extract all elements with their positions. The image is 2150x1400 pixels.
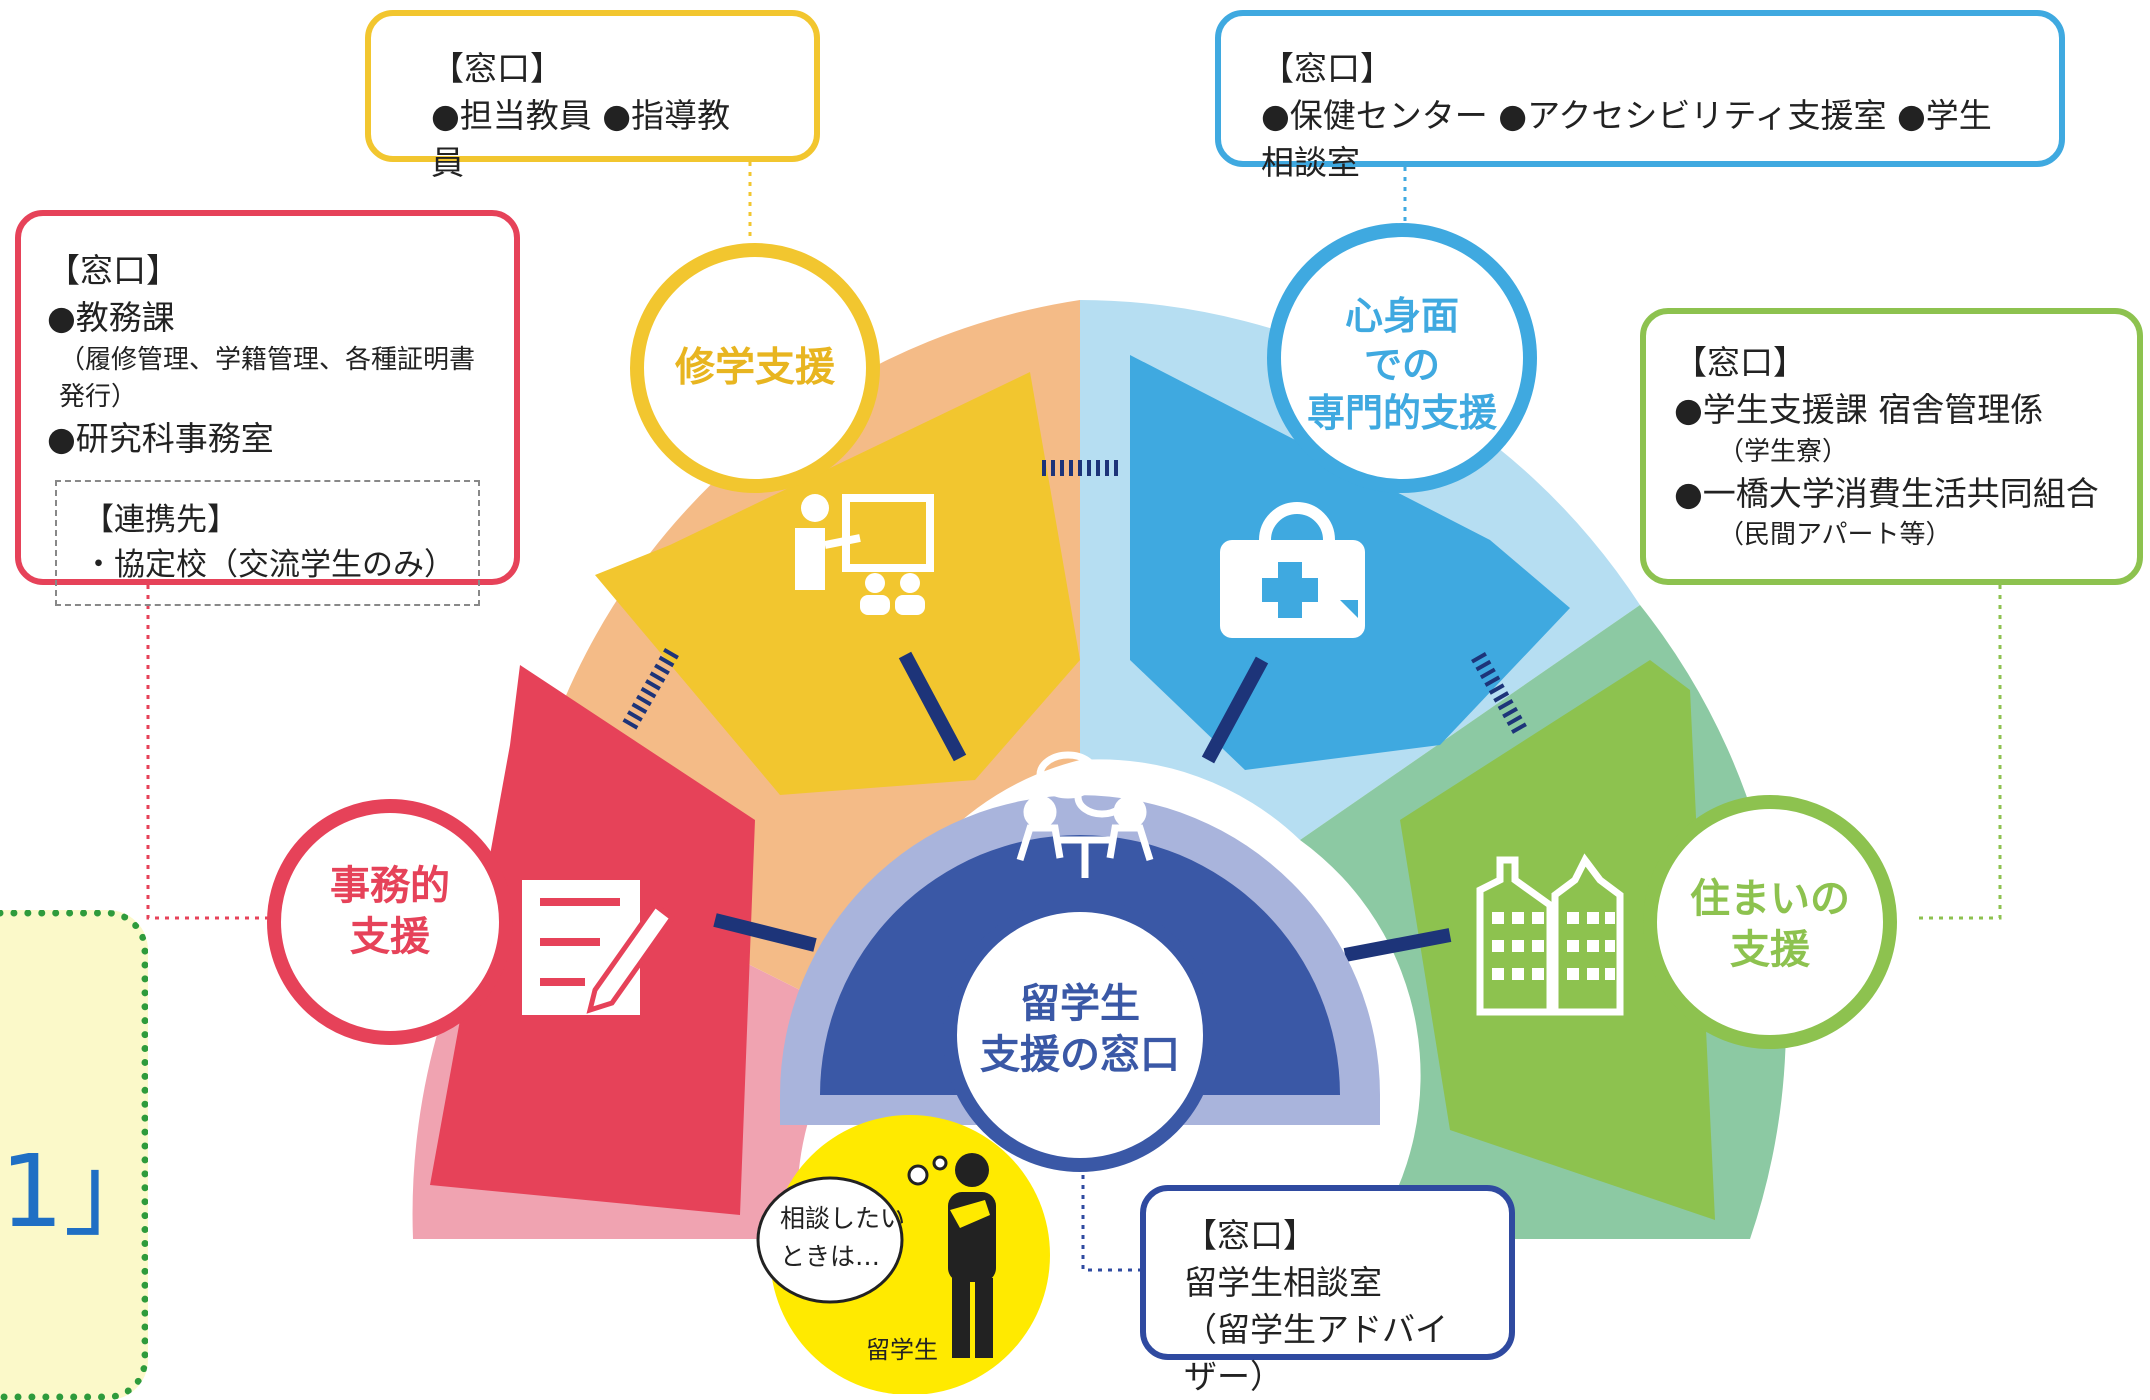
center-box-line-2: （留学生アドバイザー） [1184, 1309, 1448, 1396]
health-box-header: 【窓口】 [1261, 49, 1393, 88]
housing-info-box: 【窓口】 ●学生支援課 宿舎管理係 （学生寮） ●一橋大学消費生活共同組合 （民… [1640, 308, 2143, 585]
student-label: 留学生 [866, 1336, 938, 1364]
leader-housing [1915, 585, 2002, 920]
center-circle-label: 留学生 支援の窓口 [980, 979, 1180, 1081]
center-circle [943, 898, 1217, 1172]
category-circles [267, 223, 1897, 1172]
health-box-items: ●保健センター ●アクセシビリティ支援室 ●学生相談室 [1261, 95, 1992, 182]
buildings-icon [1476, 853, 1624, 1016]
academic-circle [630, 243, 880, 493]
housing-label-line-1: 住まいの [1690, 875, 1850, 922]
center-box-line-1: 留学生相談室 [1184, 1262, 1382, 1302]
academic-box-items: ●担当教員 ●指導教員 [431, 95, 731, 182]
thinking-person-icon [948, 1153, 996, 1358]
health-circle-label: 心身面 での 専門的支援 [1307, 292, 1497, 438]
admin-label-line-1: 事務的 [330, 862, 450, 909]
housing-box-header: 【窓口】 [1674, 343, 1806, 382]
housing-box-item-2-note: （民間アパート等） [1718, 520, 1952, 551]
health-label-line-3: 専門的支援 [1306, 391, 1498, 436]
health-circle [1267, 223, 1537, 493]
partner-box: 【連携先】 ・協定校（交流学生のみ） [55, 480, 480, 607]
document-pen-icon [522, 880, 676, 1015]
academic-label-line: 修学支援 [675, 344, 835, 391]
admin-box-item-2: ●研究科事務室 [47, 418, 274, 458]
housing-box-item-1-note: （学生寮） [1718, 436, 1849, 467]
admin-circle-label: 事務的 支援 [330, 861, 450, 963]
cropped-note-text: 1」 [0, 1133, 164, 1250]
housing-circle-label: 住まいの 支援 [1690, 874, 1850, 976]
panel-separators [621, 460, 1527, 734]
center-label-line-1: 留学生 [1020, 980, 1140, 1027]
health-label-line-2: での [1363, 342, 1441, 387]
admin-box-item-1-note: （履修管理、学籍管理、各種証明書発行） [59, 344, 476, 412]
health-label-line-1: 心身面 [1344, 294, 1460, 339]
academic-circle-label: 修学支援 [675, 342, 835, 393]
leader-center [1081, 1165, 1140, 1272]
admin-info-box: 【窓口】 ●教務課 （履修管理、学籍管理、各種証明書発行） ●研究科事務室 【連… [15, 210, 520, 607]
admin-box-item-1: ●教務課 [47, 297, 175, 337]
bubble-line-2: ときは… [780, 1241, 881, 1271]
admin-circle [267, 799, 513, 1045]
bubble-line-1: 相談したい [780, 1204, 906, 1233]
academic-info-box: 【窓口】 ●担当教員 ●指導教員 [365, 10, 820, 182]
teacher-board-icon [795, 494, 934, 615]
leader-admin [146, 585, 300, 920]
health-info-box: 【窓口】 ●保健センター ●アクセシビリティ支援室 ●学生相談室 [1215, 10, 2065, 182]
academic-box-header: 【窓口】 [431, 49, 563, 88]
speech-bubble [756, 1176, 904, 1304]
consultation-icon [1016, 751, 1154, 878]
cropped-note-box [0, 910, 148, 1400]
housing-circle [1643, 795, 1897, 1049]
speech-bubble-text: 相談したい ときは… [780, 1200, 905, 1275]
connectors [713, 651, 1452, 962]
center-info-box: 【窓口】 留学生相談室 （留学生アドバイザー） [1140, 1185, 1515, 1396]
housing-box-item-1: ●学生支援課 宿舎管理係 [1674, 389, 2044, 429]
admin-box-header: 【窓口】 [47, 251, 179, 290]
academic-panel [595, 372, 1080, 795]
admin-label-line-2: 支援 [350, 914, 430, 960]
center-box-header: 【窓口】 [1184, 1216, 1316, 1255]
partner-header: 【連携先】 [83, 502, 238, 539]
partner-item: ・協定校（交流学生のみ） [83, 547, 455, 584]
housing-label-line-2: 支援 [1730, 927, 1810, 973]
housing-box-item-2: ●一橋大学消費生活共同組合 [1674, 473, 2099, 513]
center-label-line-2: 支援の窓口 [980, 1032, 1180, 1078]
medical-bag-icon [1220, 502, 1365, 638]
